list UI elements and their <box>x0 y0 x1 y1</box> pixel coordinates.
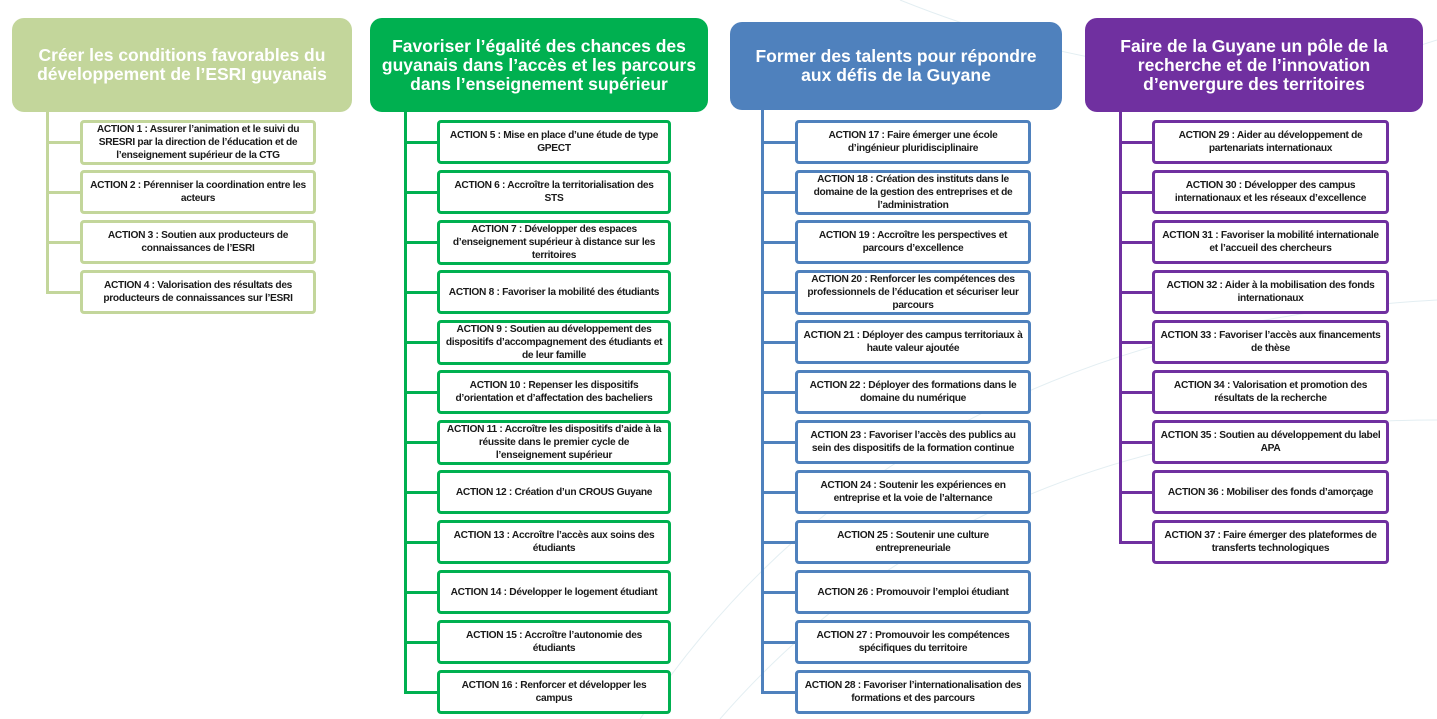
connector-branch <box>761 641 795 644</box>
connector-branch <box>761 541 795 544</box>
connector-branch <box>404 591 437 594</box>
connector-branch <box>761 491 795 494</box>
action-box: ACTION 28 : Favoriser l’internationalisa… <box>795 670 1031 714</box>
action-box: ACTION 25 : Soutenir une culture entrepr… <box>795 520 1031 564</box>
action-box: ACTION 24 : Soutenir les expériences en … <box>795 470 1031 514</box>
action-box: ACTION 17 : Faire émerger une école d’in… <box>795 120 1031 164</box>
connector-branch <box>404 691 437 694</box>
action-box: ACTION 36 : Mobiliser des fonds d’amorça… <box>1152 470 1389 514</box>
action-box: ACTION 35 : Soutien au développement du … <box>1152 420 1389 464</box>
connector-branch <box>1119 491 1152 494</box>
action-box: ACTION 21 : Déployer des campus territor… <box>795 320 1031 364</box>
connector-branch <box>1119 191 1152 194</box>
action-box: ACTION 16 : Renforcer et développer les … <box>437 670 671 714</box>
action-box: ACTION 3 : Soutien aux producteurs de co… <box>80 220 316 264</box>
action-box: ACTION 32 : Aider à la mobilisation des … <box>1152 270 1389 314</box>
action-box: ACTION 9 : Soutien au développement des … <box>437 320 671 365</box>
connector-branch <box>761 291 795 294</box>
action-box: ACTION 4 : Valorisation des résultats de… <box>80 270 316 314</box>
action-box: ACTION 8 : Favoriser la mobilité des étu… <box>437 270 671 314</box>
connector-branch <box>404 441 437 444</box>
connector-branch <box>404 191 437 194</box>
connector-branch <box>1119 541 1152 544</box>
connector-branch <box>404 391 437 394</box>
connector-branch <box>404 291 437 294</box>
connector-branch <box>1119 291 1152 294</box>
connector-trunk <box>761 110 764 694</box>
connector-branch <box>761 391 795 394</box>
connector-branch <box>1119 141 1152 144</box>
connector-branch <box>1119 241 1152 244</box>
action-box: ACTION 37 : Faire émerger des plateforme… <box>1152 520 1389 564</box>
connector-branch <box>761 191 795 194</box>
action-box: ACTION 7 : Développer des espaces d’ense… <box>437 220 671 265</box>
connector-branch <box>761 441 795 444</box>
connector-branch <box>761 341 795 344</box>
action-box: ACTION 30 : Développer des campus intern… <box>1152 170 1389 214</box>
connector-branch <box>404 241 437 244</box>
connector-branch <box>46 291 80 294</box>
connector-branch <box>761 591 795 594</box>
action-box: ACTION 11 : Accroître les dispositifs d’… <box>437 420 671 465</box>
connector-branch <box>761 241 795 244</box>
connector-branch <box>1119 391 1152 394</box>
connector-branch <box>1119 441 1152 444</box>
connector-branch <box>404 541 437 544</box>
action-box: ACTION 22 : Déployer des formations dans… <box>795 370 1031 414</box>
action-box: ACTION 29 : Aider au développement de pa… <box>1152 120 1389 164</box>
connector-branch <box>46 191 80 194</box>
connector-branch <box>761 691 795 694</box>
connector-trunk <box>46 112 49 294</box>
column-header: Former des talents pour répondre aux déf… <box>730 22 1062 110</box>
connector-branch <box>404 491 437 494</box>
background-arc <box>639 299 1437 719</box>
action-box: ACTION 2 : Pérenniser la coordination en… <box>80 170 316 214</box>
connector-branch <box>404 141 437 144</box>
connector-branch <box>46 141 80 144</box>
action-box: ACTION 31 : Favoriser la mobilité intern… <box>1152 220 1389 264</box>
action-box: ACTION 14 : Développer le logement étudi… <box>437 570 671 614</box>
action-box: ACTION 33 : Favoriser l’accès aux financ… <box>1152 320 1389 364</box>
action-box: ACTION 26 : Promouvoir l’emploi étudiant <box>795 570 1031 614</box>
connector-branch <box>761 141 795 144</box>
connector-trunk <box>1119 112 1122 544</box>
connector-trunk <box>404 112 407 694</box>
action-box: ACTION 15 : Accroître l’autonomie des ét… <box>437 620 671 664</box>
connector-branch <box>46 241 80 244</box>
action-box: ACTION 18 : Création des instituts dans … <box>795 170 1031 215</box>
action-box: ACTION 1 : Assurer l’animation et le sui… <box>80 120 316 165</box>
connector-branch <box>1119 341 1152 344</box>
action-box: ACTION 6 : Accroître la territorialisati… <box>437 170 671 214</box>
action-box: ACTION 12 : Création d’un CROUS Guyane <box>437 470 671 514</box>
action-box: ACTION 20 : Renforcer les compétences de… <box>795 270 1031 315</box>
column-header: Favoriser l’égalité des chances des guya… <box>370 18 708 112</box>
connector-branch <box>404 341 437 344</box>
action-box: ACTION 34 : Valorisation et promotion de… <box>1152 370 1389 414</box>
action-box: ACTION 27 : Promouvoir les compétences s… <box>795 620 1031 664</box>
action-box: ACTION 23 : Favoriser l’accès des public… <box>795 420 1031 464</box>
action-box: ACTION 13 : Accroître l’accès aux soins … <box>437 520 671 564</box>
connector-branch <box>404 641 437 644</box>
action-box: ACTION 5 : Mise en place d’une étude de … <box>437 120 671 164</box>
column-header: Faire de la Guyane un pôle de la recherc… <box>1085 18 1423 112</box>
action-box: ACTION 19 : Accroître les perspectives e… <box>795 220 1031 264</box>
action-box: ACTION 10 : Repenser les dispositifs d’o… <box>437 370 671 414</box>
column-header: Créer les conditions favorables du dével… <box>12 18 352 112</box>
